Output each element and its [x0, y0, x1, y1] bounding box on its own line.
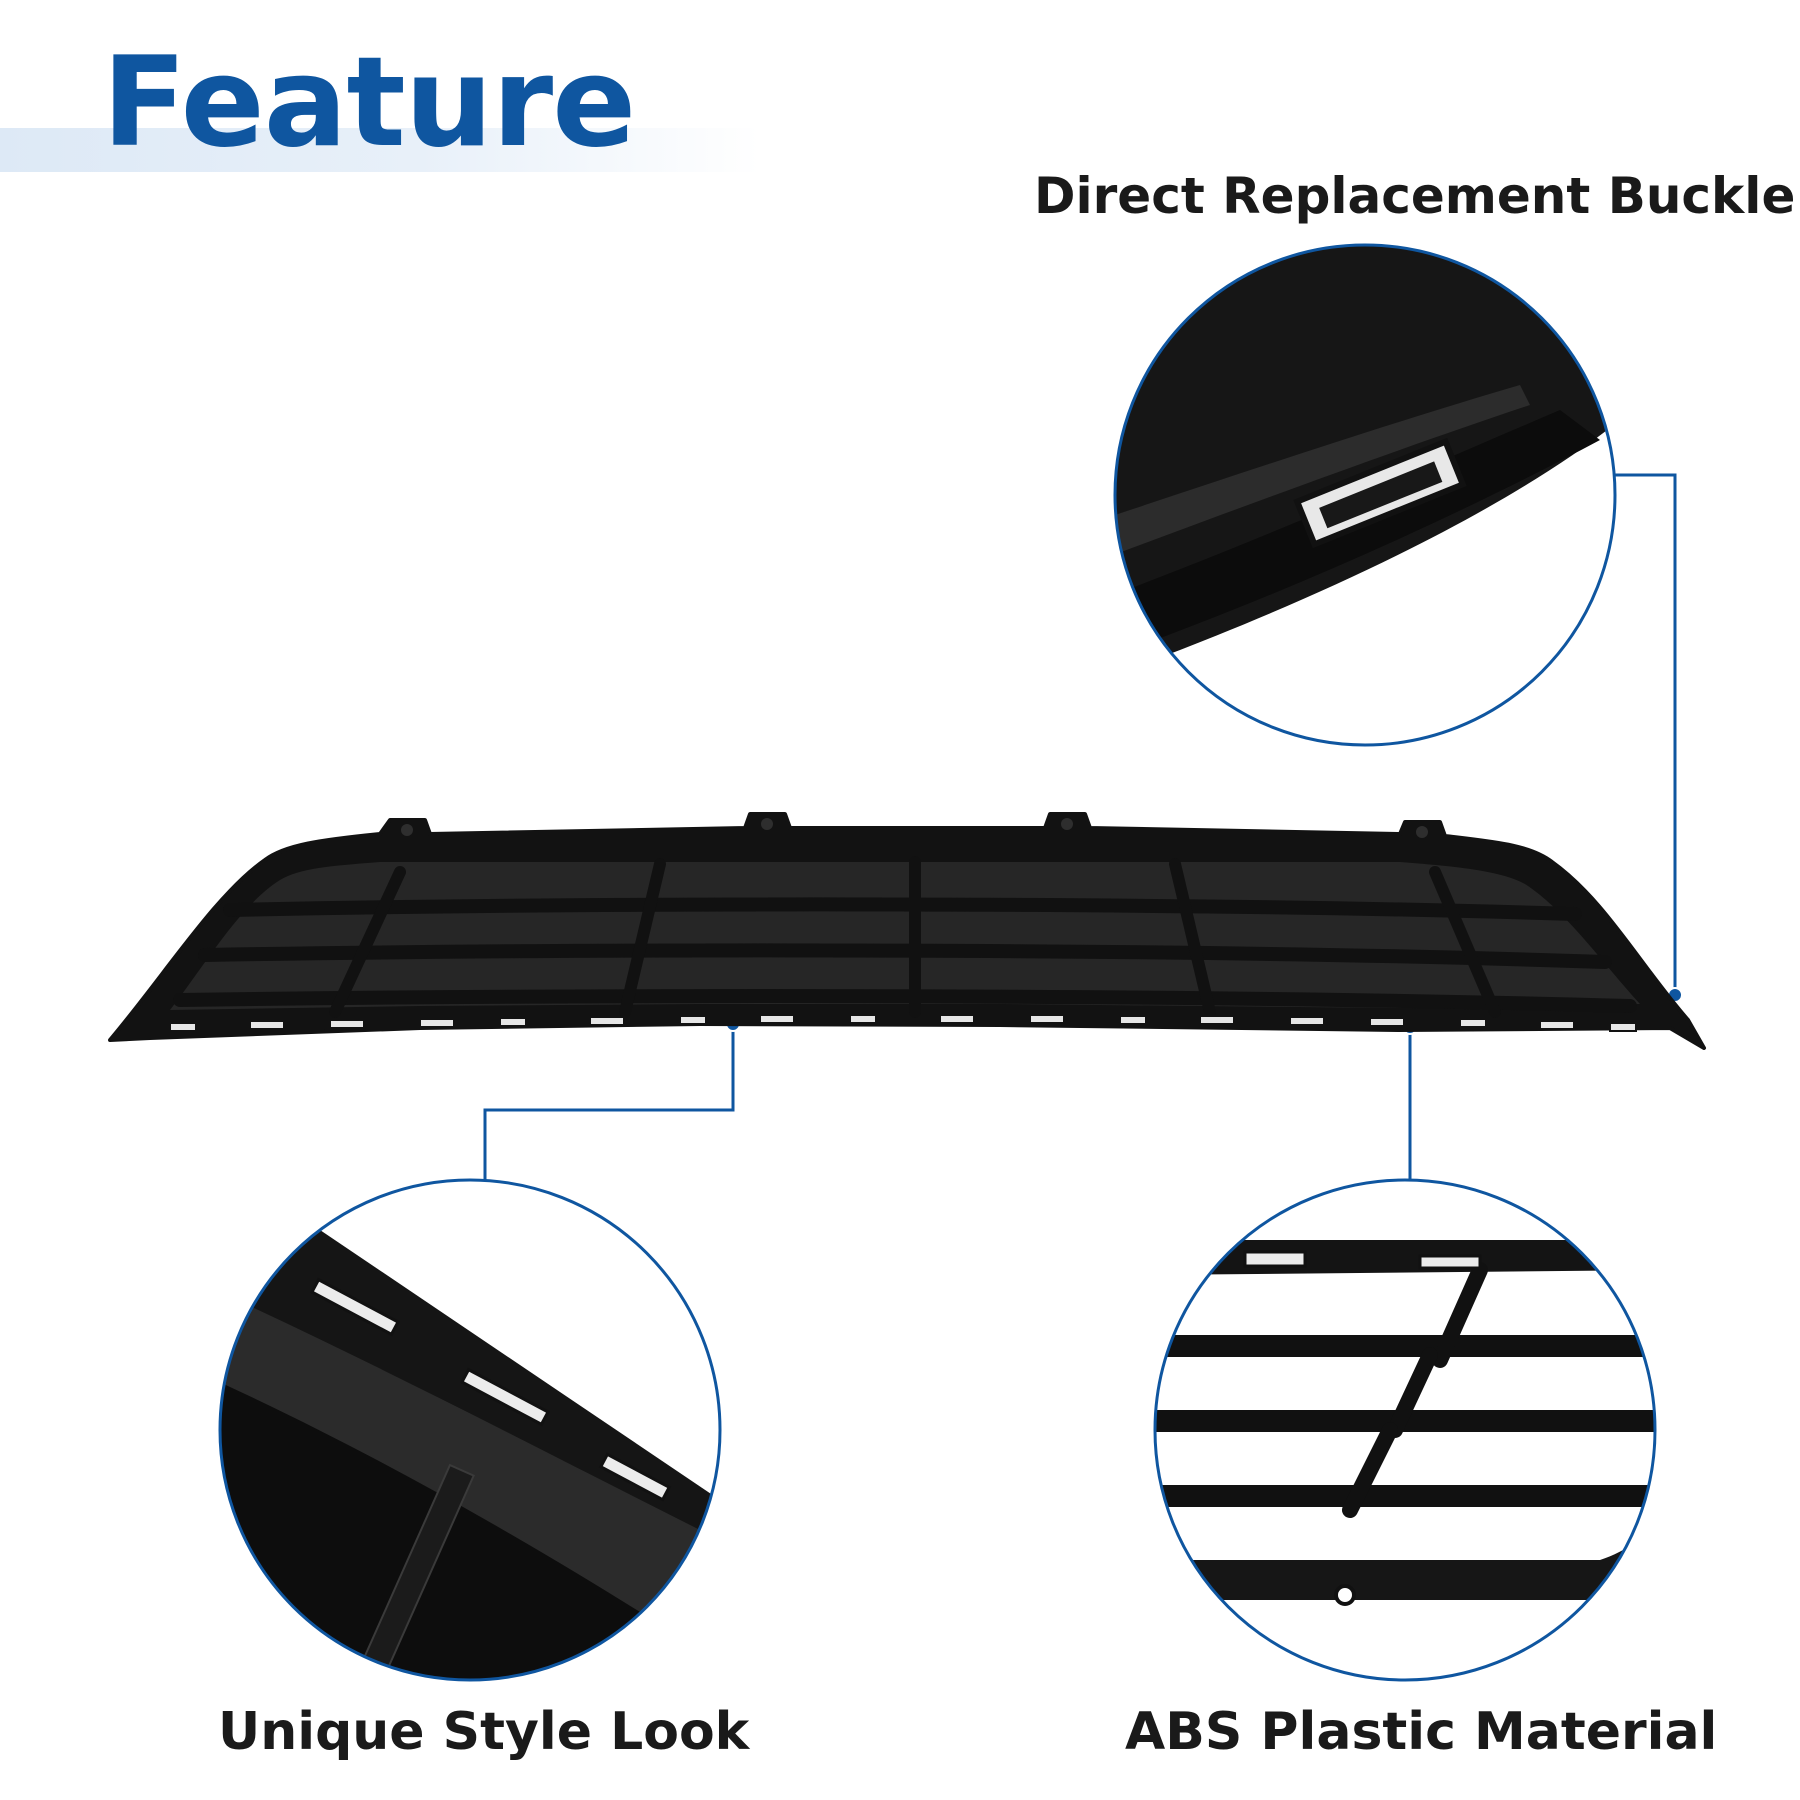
- detail-circle-buckle: [1113, 243, 1617, 747]
- callout-label-unique-style: Unique Style Look: [218, 1702, 750, 1762]
- grille-clip-slots: [169, 1014, 1637, 1032]
- heading-highlight-band: [0, 128, 760, 172]
- detail-circle-unique: [218, 1178, 722, 1682]
- connector-buckle: [1615, 473, 1677, 995]
- front-bumper-grille: [108, 812, 1706, 1050]
- grille-tabs: [401, 818, 1428, 838]
- page-title: Feature: [102, 31, 636, 175]
- detail-circle-material: [1153, 1178, 1657, 1682]
- callout-label-buckle: Direct Replacement Buckle: [1034, 167, 1796, 225]
- grille-bars-vertical: [329, 856, 1501, 1018]
- connector-unique: [483, 1025, 735, 1182]
- grille-bars-horizontal: [173, 897, 1637, 1013]
- connector-lines: [483, 473, 1677, 1187]
- callout-label-material: ABS Plastic Material: [1125, 1702, 1718, 1762]
